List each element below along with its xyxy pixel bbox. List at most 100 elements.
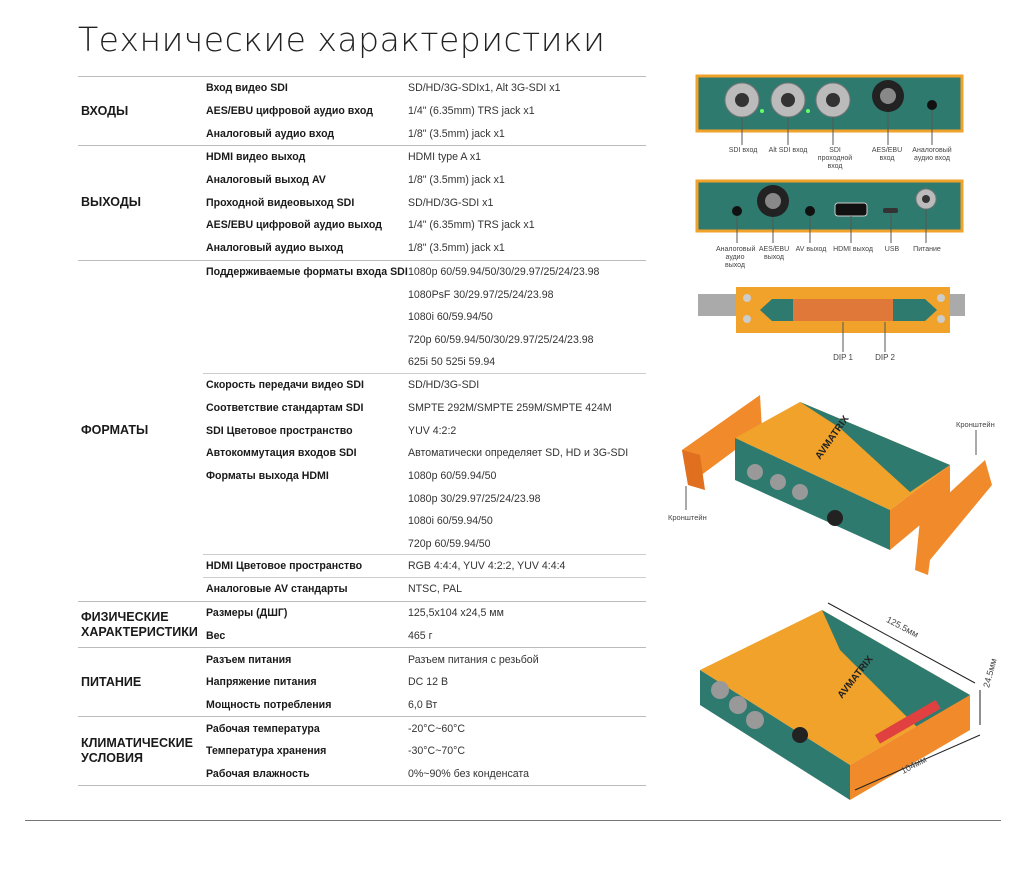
spec-row: 1080i 60/59.94/50 <box>203 306 646 329</box>
bnc-connector-icon <box>770 82 806 118</box>
spec-value: 1080i 60/59.94/50 <box>408 311 493 324</box>
spec-row: Аналоговые AV стандарты NTSC, PAL <box>203 578 646 601</box>
front-panel-figure <box>695 74 964 145</box>
spec-label: Соответствие стандартам SDI <box>206 401 364 414</box>
category-heading: ВЫХОДЫ <box>81 195 141 210</box>
spec-value: 1080p 30/29.97/25/24/23.98 <box>408 492 541 505</box>
spec-value: NTSC, PAL <box>408 583 462 596</box>
spec-row: Аналоговый аудио выход 1/8" (3.5mm) jack … <box>203 237 646 260</box>
spec-row: Проходной видеовыход SDI SD/HD/3G-SDI x1 <box>203 191 646 214</box>
spec-label: Размеры (ДШГ) <box>206 607 288 620</box>
device-with-brackets-figure: AVMATRIX <box>682 395 992 575</box>
spec-value: 1/8" (3.5mm) jack x1 <box>408 174 505 187</box>
spec-row: HDMI Цветовое пространство RGB 4:4:4, YUV… <box>203 555 646 579</box>
spec-label: Напряжение питания <box>206 676 317 689</box>
label-alt-sdi-in: Alt SDI вход <box>768 147 808 154</box>
label-sdi-loop: SDI проходной вход <box>817 147 853 170</box>
spec-label: HDMI Цветовое пространство <box>206 560 363 573</box>
label-aes-in: AES/EBU вход <box>871 147 903 162</box>
spec-value: SD/HD/3G-SDIx1, Alt 3G-SDI x1 <box>408 82 561 95</box>
spec-value: 1/8" (3.5mm) jack x1 <box>408 242 505 255</box>
label-dip1: DIP 1 <box>833 353 853 362</box>
spec-value: 1/4" (6.35mm) TRS jack x1 <box>408 219 535 232</box>
label-bracket-right: Кронштейн <box>956 420 995 429</box>
spec-value: 720p 60/59.94/50 <box>408 537 491 550</box>
spec-row: Температура хранения-30°C~70°C <box>203 740 646 763</box>
label-dip2: DIP 2 <box>875 353 895 362</box>
label-usb: USB <box>884 246 900 253</box>
label-analog-out: Аналоговый аудио выход <box>716 246 756 269</box>
spec-label: Мощность потребления <box>206 698 332 711</box>
spec-row: Напряжение питания DC 12 В <box>203 671 646 694</box>
spec-value: -30°C~70°C <box>408 745 466 758</box>
spec-row: SDI Цветовое пространство YUV 4:2:2 <box>203 419 646 442</box>
spec-label: Вход видео SDI <box>206 82 288 95</box>
label-hdmi-out: HDMI выход <box>833 246 873 253</box>
spec-label: SDI Цветовое пространство <box>206 424 353 437</box>
label-aes-out: AES/EBU выход <box>758 246 790 261</box>
spec-row: Рабочая температура -20°C~60°C <box>203 717 646 740</box>
spec-value: 1/4" (6.35mm) TRS jack x1 <box>408 105 535 118</box>
label-av-out: AV выход <box>795 246 827 253</box>
spec-value: DC 12 В <box>408 676 449 689</box>
spec-label: Проходной видеовыход SDI <box>206 196 355 209</box>
spec-label: Автокоммутация входов SDI <box>206 447 357 460</box>
spec-value: RGB 4:4:4, YUV 4:2:2, YUV 4:4:4 <box>408 560 566 573</box>
bnc-connector-icon <box>815 82 851 118</box>
spec-value: 465 г <box>408 629 433 642</box>
spec-value: Автоматически определяет SD, HD и 3G-SDI <box>408 447 629 460</box>
category-heading: ПИТАНИЕ <box>81 674 142 689</box>
spec-value: 125,5x104 x24,5 мм <box>408 607 504 620</box>
spec-label: Скорость передачи видео SDI <box>206 379 364 392</box>
label-power: Питание <box>913 246 941 253</box>
category-heading: КЛИМАТИЧЕСКИЕ УСЛОВИЯ <box>81 736 193 766</box>
spec-value: SD/HD/3G-SDI x1 <box>408 196 494 209</box>
spec-label: Аналоговый аудио выход <box>206 242 344 255</box>
dip-switch-icon <box>793 299 893 321</box>
spec-label: Аналоговый выход AV <box>206 174 326 187</box>
spec-value: 1080i 60/59.94/50 <box>408 515 493 528</box>
spec-row: 1080i 60/59.94/50 <box>203 510 646 533</box>
spec-label: Поддерживаемые форматы входа SDI <box>206 265 408 278</box>
spec-row: Форматы выхода HDMI 1080p 60/59.94/50 <box>203 465 646 488</box>
spec-label: Рабочая температура <box>206 722 320 735</box>
spec-row: 720p 60/59.94/50/30/29.97/25/24/23.98 <box>203 329 646 352</box>
label-analog-in: Аналоговый аудио вход <box>912 147 952 162</box>
spec-row: Аналоговый выход AV 1/8" (3.5mm) jack x1 <box>203 169 646 192</box>
spec-row: AES/EBU цифровой аудио выход 1/4" (6.35mm… <box>203 214 646 237</box>
label-bracket-left: Кронштейн <box>668 513 707 522</box>
spec-row: 720p 60/59.94/50 <box>203 533 646 556</box>
spec-value: 1080PsF 30/29.97/25/24/23.98 <box>408 288 554 301</box>
spec-value: 1080p 60/59.94/50 <box>408 470 497 483</box>
spec-value: 720p 60/59.94/50/30/29.97/25/24/23.98 <box>408 333 594 346</box>
spec-label: Аналоговые AV стандарты <box>206 583 348 596</box>
spec-label: Вес <box>206 629 226 642</box>
spec-group: КЛИМАТИЧЕСКИЕ УСЛОВИЯ Рабочая температура… <box>78 716 646 787</box>
hdmi-port-icon <box>834 202 868 217</box>
label-sdi-in: SDI вход <box>728 147 758 154</box>
spec-row: 1080PsF 30/29.97/25/24/23.98 <box>203 283 646 306</box>
spec-row: Автокоммутация входов SDI Автоматически о… <box>203 442 646 465</box>
spec-value: YUV 4:2:2 <box>408 424 457 437</box>
rear-panel-figure <box>695 179 964 243</box>
spec-row: 625i 50 525i 59.94 <box>203 351 646 374</box>
spec-label: AES/EBU цифровой аудио выход <box>206 219 382 232</box>
bnc-connector-icon <box>724 82 760 118</box>
spec-label: Аналоговый аудио вход <box>206 127 335 140</box>
spec-value: -20°C~60°C <box>408 722 466 735</box>
spec-row: 1080p 30/29.97/25/24/23.98 <box>203 487 646 510</box>
spec-label: Форматы выхода HDMI <box>206 470 329 483</box>
spec-value: HDMI type A x1 <box>408 151 482 164</box>
